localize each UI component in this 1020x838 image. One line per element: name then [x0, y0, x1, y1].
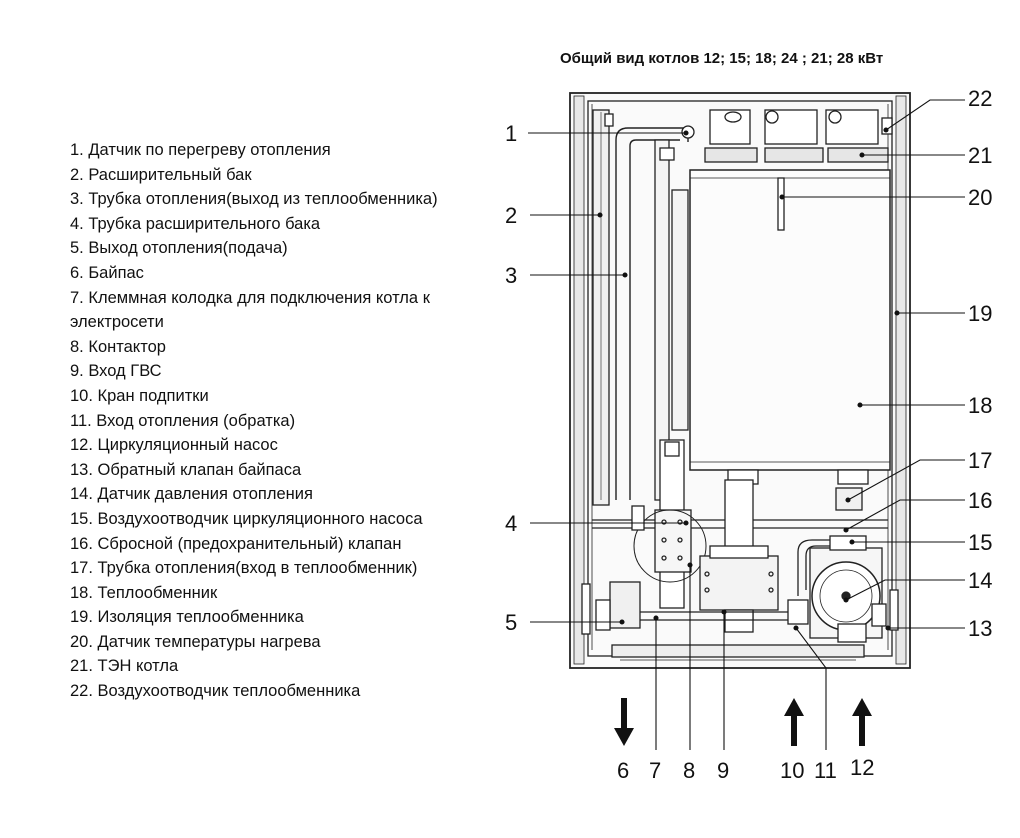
diagram-title: Общий вид котлов 12; 15; 18; 24 ; 21; 28…	[560, 50, 884, 67]
bottom-plate	[611, 644, 865, 658]
legend-item: 17. Трубка отопления(вход в теплообменни…	[70, 559, 418, 578]
legend-item: 15. Воздухоотводчик циркуляционного насо…	[70, 509, 423, 528]
bypass-check-valve	[787, 599, 809, 625]
flow-arrow-up	[784, 698, 804, 746]
callout-1: 1	[505, 121, 517, 146]
callout-18: 18	[968, 393, 992, 418]
legend-item: 10. Кран подпитки	[70, 386, 209, 405]
callout-4: 4	[505, 511, 517, 536]
legend-item: 9. Вход ГВС	[70, 362, 162, 381]
heating-outlet-fitting	[609, 581, 641, 629]
callout-14: 14	[968, 568, 992, 593]
legend-item: 5. Выход отопления(подача)	[70, 239, 288, 258]
legend-item: 20. Датчик температуры нагрева	[70, 632, 321, 651]
callout-6: 6	[617, 758, 629, 783]
legend-item: 1. Датчик по перегреву отопления	[70, 141, 331, 159]
contactor	[654, 509, 692, 573]
legend-item: 21. ТЭН котла	[70, 657, 179, 676]
flow-arrow-down	[614, 698, 634, 746]
legend-item: 6. Байпас	[70, 263, 144, 282]
callout-22: 22	[968, 86, 992, 111]
legend-item: 12. Циркуляционный насос	[70, 436, 278, 455]
legend-item: 16. Сбросной (предохранительный) клапан	[70, 534, 402, 553]
temperature-sensor	[777, 177, 785, 231]
legend-item: 2. Расширительный бак	[70, 165, 252, 184]
callout-21: 21	[968, 143, 992, 168]
callout-3: 3	[505, 263, 517, 288]
legend-item: 3. Трубка отопления(выход из теплообменн…	[70, 190, 438, 209]
callout-12: 12	[850, 755, 874, 780]
legend-item: 14. Датчик давления отопления	[70, 485, 313, 504]
legend-item: 8. Контактор	[70, 337, 166, 356]
legend-item: 4. Трубка расширительного бака	[70, 214, 321, 233]
callout-2: 2	[505, 203, 517, 228]
legend-item: 13. Обратный клапан байпаса	[70, 460, 302, 479]
heating-element-nut	[704, 147, 758, 163]
callout-5: 5	[505, 610, 517, 635]
callout-19: 19	[968, 301, 992, 326]
flow-arrow-up	[852, 698, 872, 746]
legend-item: 18. Теплообменник	[70, 583, 218, 602]
callout-16: 16	[968, 488, 992, 513]
legend-item: 11. Вход отопления (обратка)	[70, 411, 296, 430]
overheat-sensor	[604, 113, 614, 127]
callout-17: 17	[968, 448, 992, 473]
callout-15: 15	[968, 530, 992, 555]
callout-9: 9	[717, 758, 729, 783]
callout-10: 10	[780, 758, 804, 783]
terminal-block	[699, 555, 779, 611]
heating-element-nut	[764, 147, 824, 163]
callout-8: 8	[683, 758, 695, 783]
legend-item: 22. Воздухоотводчик теплообменника	[70, 682, 361, 701]
callout-11: 11	[814, 758, 837, 783]
callout-20: 20	[968, 185, 992, 210]
legend-item: 19. Изоляция теплообменника	[70, 608, 304, 627]
legend-list: 1. Датчик по перегреву отопления 2. Расш…	[70, 138, 490, 704]
heat-exchanger	[689, 169, 891, 471]
callout-13: 13	[968, 616, 992, 641]
pump-air-vent	[829, 535, 867, 551]
callout-7: 7	[649, 758, 661, 783]
pressure-sensor-tube	[805, 545, 830, 590]
legend-item: 7. Клеммная колодка для подключения котл…	[70, 288, 430, 332]
heating-outlet-pipe	[615, 127, 689, 500]
